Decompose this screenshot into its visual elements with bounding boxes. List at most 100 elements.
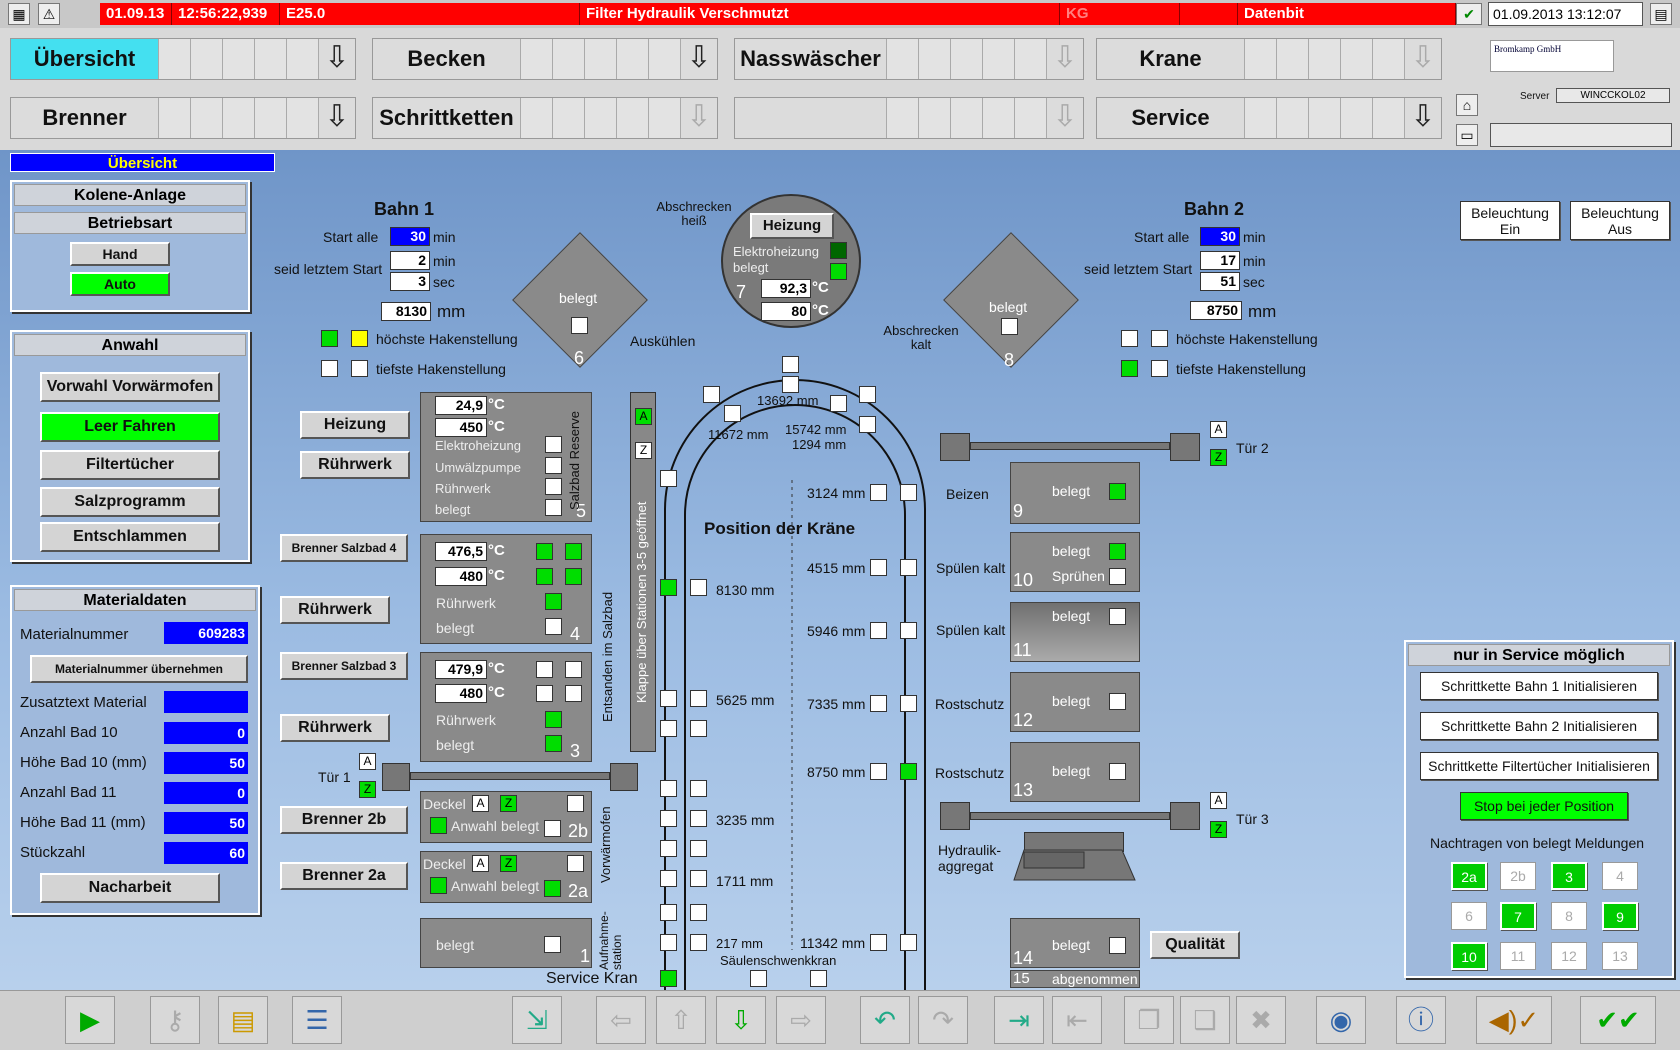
ruehrwerk-4-button[interactable]: Rührwerk	[280, 596, 390, 624]
ruehrwerk-3-button[interactable]: Rührwerk	[280, 714, 390, 742]
nav-service[interactable]: Service ⇩	[1096, 97, 1442, 139]
nav-label[interactable]: Schrittketten	[373, 98, 521, 138]
nachtragen-cell-8[interactable]: 8	[1551, 902, 1587, 930]
anzahl-bad11-field[interactable]: 0	[164, 782, 248, 804]
monitor-icon[interactable]: ◉	[1316, 996, 1366, 1044]
nav-label[interactable]: Nasswäscher	[735, 39, 887, 79]
notes-icon[interactable]: ▤	[218, 996, 268, 1044]
bahn1-min-unit: min	[433, 229, 456, 245]
brenner-2a-button[interactable]: Brenner 2a	[280, 862, 408, 890]
nav-uebersicht[interactable]: Übersicht ⇩	[10, 38, 356, 80]
brenner-salzbad-4-button[interactable]: Brenner Salzbad 4	[280, 534, 408, 562]
hoehe-bad10-field[interactable]: 50	[164, 752, 248, 774]
key-icon[interactable]: ⚷	[150, 996, 200, 1044]
nachtragen-cell-6[interactable]: 6	[1451, 902, 1487, 930]
nachtragen-cell-10[interactable]: 10	[1451, 942, 1487, 970]
nav-label[interactable]: Brenner	[11, 98, 159, 138]
login-icon[interactable]: ⇥	[994, 996, 1044, 1044]
beleuchtung-ein-button[interactable]: Beleuchtung Ein	[1460, 201, 1560, 240]
nav-label[interactable]	[735, 98, 887, 138]
export-icon[interactable]: ⇲	[512, 996, 562, 1044]
alarm-warning-icon[interactable]: ⚠	[38, 3, 60, 25]
leer-fahren-button[interactable]: Leer Fahren	[40, 412, 220, 442]
play-icon[interactable]: ▶	[65, 996, 115, 1044]
bahn1-start-alle-value[interactable]: 30	[390, 227, 430, 246]
nacharbeit-button[interactable]: Nacharbeit	[40, 873, 220, 903]
nav-schrittketten[interactable]: Schrittketten ⇩	[372, 97, 718, 139]
acknowledge-icon[interactable]: ✔	[1456, 3, 1482, 25]
nachtragen-cell-11[interactable]: 11	[1500, 942, 1536, 970]
nav-nasswaescher[interactable]: Nasswäscher ⇩	[734, 38, 1084, 80]
brenner-salzbad-3-button[interactable]: Brenner Salzbad 3	[280, 652, 408, 680]
nachtragen-cell-12[interactable]: 12	[1551, 942, 1587, 970]
nav-label[interactable]: Service	[1097, 98, 1245, 138]
info-icon[interactable]: ⓘ	[1396, 996, 1446, 1044]
nachtragen-cell-7[interactable]: 7	[1500, 902, 1536, 930]
salzprogramm-button[interactable]: Salzprogramm	[40, 487, 220, 517]
zusatztext-field[interactable]	[164, 691, 248, 713]
hand-button[interactable]: Hand	[70, 242, 170, 266]
arrow-down-icon[interactable]: ⇩	[1410, 100, 1436, 133]
schrittkette-bahn1-init-button[interactable]: Schrittkette Bahn 1 Initialisieren	[1420, 672, 1658, 700]
logout-icon[interactable]: ⇤	[1052, 996, 1102, 1044]
heizung-button[interactable]: Heizung	[300, 411, 410, 439]
filtertuecher-button[interactable]: Filtertücher	[40, 450, 220, 480]
station-7-heizung-button[interactable]: Heizung	[750, 213, 834, 239]
arrow-down-icon[interactable]: ⇩	[324, 41, 350, 74]
hoehe-bad11-field[interactable]: 50	[164, 812, 248, 834]
undo-icon[interactable]: ↶	[860, 996, 910, 1044]
nachtragen-cell-9[interactable]: 9	[1602, 902, 1638, 930]
arrow-down-icon[interactable]: ⇩	[1410, 41, 1436, 74]
copy-icon[interactable]: ❐	[1124, 996, 1174, 1044]
nachtragen-cell-3[interactable]: 3	[1551, 862, 1587, 890]
arrow-down-icon[interactable]: ⇩	[686, 100, 712, 133]
arrow-down-icon[interactable]: ⇩	[324, 100, 350, 133]
arrow-down-icon[interactable]: ⇩	[1052, 41, 1078, 74]
vorwahl-vorwaermofen-button[interactable]: Vorwahl Vorwärmofen	[40, 372, 220, 402]
delete-icon[interactable]: ✖	[1236, 996, 1286, 1044]
nav-label[interactable]: Übersicht	[11, 39, 159, 79]
nachtragen-cell-4[interactable]: 4	[1602, 862, 1638, 890]
redo-icon[interactable]: ↷	[918, 996, 968, 1044]
schrittkette-filtertuecher-init-button[interactable]: Schrittkette Filtertücher Initialisieren	[1420, 752, 1658, 780]
klappe-a-indicator: A	[635, 408, 652, 425]
sound-icon[interactable]: ◀)✓	[1476, 996, 1552, 1044]
network-icon[interactable]: ⌂	[1456, 94, 1478, 116]
nav-empty[interactable]: ⇩	[734, 97, 1084, 139]
nav-brenner[interactable]: Brenner ⇩	[10, 97, 356, 139]
stueckzahl-field[interactable]: 60	[164, 842, 248, 864]
list-icon[interactable]: ☰	[292, 996, 342, 1044]
materialnummer-field[interactable]: 609283	[164, 622, 248, 644]
nachtragen-cell-2b[interactable]: 2b	[1500, 862, 1536, 890]
nav-krane[interactable]: Krane ⇩	[1096, 38, 1442, 80]
acknowledge-all-icon[interactable]: ✔✔	[1580, 996, 1656, 1044]
schrittkette-bahn2-init-button[interactable]: Schrittkette Bahn 2 Initialisieren	[1420, 712, 1658, 740]
qualitaet-button[interactable]: Qualität	[1150, 931, 1240, 959]
ruehrwerk-5-button[interactable]: Rührwerk	[300, 451, 410, 479]
nav-label[interactable]: Becken	[373, 39, 521, 79]
arrow-right-icon[interactable]: ⇨	[776, 996, 826, 1044]
arrow-left-icon[interactable]: ⇦	[596, 996, 646, 1044]
entschlammen-button[interactable]: Entschlammen	[40, 522, 220, 552]
bahn2-start-alle-value[interactable]: 30	[1200, 227, 1240, 246]
auto-button[interactable]: Auto	[70, 272, 170, 296]
printer-icon[interactable]: ▭	[1456, 124, 1478, 146]
arrow-up-icon[interactable]: ⇧	[656, 996, 706, 1044]
beleuchtung-aus-button[interactable]: Beleuchtung Aus	[1570, 201, 1670, 240]
alarm-list-icon[interactable]: ▦	[8, 3, 30, 25]
nachtragen-cell-2a[interactable]: 2a	[1451, 862, 1487, 890]
paste-icon[interactable]: ❑	[1180, 996, 1230, 1044]
brenner-2b-button[interactable]: Brenner 2b	[280, 806, 408, 834]
arrow-down-icon[interactable]: ⇩	[686, 41, 712, 74]
arrow-down-icon[interactable]: ⇩	[716, 996, 766, 1044]
nav-label[interactable]: Krane	[1097, 39, 1245, 79]
nav-becken[interactable]: Becken ⇩	[372, 38, 718, 80]
nachtragen-cell-13[interactable]: 13	[1602, 942, 1638, 970]
materialnummer-uebernehmen-button[interactable]: Materialnummer übernehmen	[30, 655, 248, 683]
anzahl-bad10-field[interactable]: 0	[164, 722, 248, 744]
stop-bei-jeder-position-button[interactable]: Stop bei jeder Position	[1460, 792, 1628, 820]
arrow-down-icon[interactable]: ⇩	[1052, 100, 1078, 133]
station-3-ind-4	[565, 685, 582, 702]
mm-3235: 3235 mm	[716, 812, 775, 828]
station-3-ruehr-label: Rührwerk	[436, 712, 496, 728]
